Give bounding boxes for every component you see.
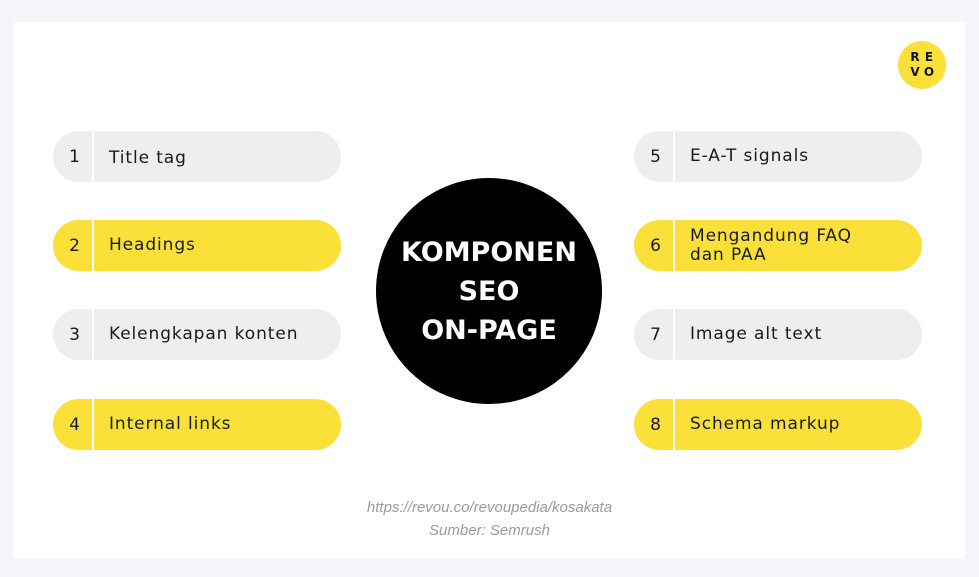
logo-letter: O <box>923 65 935 79</box>
revo-logo: R E V O <box>898 41 946 89</box>
component-item-3: 3 Kelengkapan konten <box>53 309 341 360</box>
item-label: E-A-T signals <box>690 146 809 166</box>
component-item-1: 1 Title tag <box>53 131 341 182</box>
item-number: 8 <box>634 399 675 450</box>
item-label: Headings <box>109 235 196 255</box>
source-credit: Sumber: Semrush <box>429 522 550 539</box>
logo-letter: R <box>910 50 920 64</box>
item-label: Schema markup <box>690 414 841 434</box>
item-label: Mengandung FAQ dan PAA <box>690 225 852 265</box>
component-item-2: 2 Headings <box>53 220 341 271</box>
source-url: https://revou.co/revoupedia/kosakata <box>366 499 613 516</box>
item-number: 1 <box>53 131 94 182</box>
item-label: Kelengkapan konten <box>109 324 299 344</box>
item-number: 6 <box>634 220 675 271</box>
item-label: Image alt text <box>690 324 823 344</box>
item-number: 5 <box>634 131 675 182</box>
center-title-line: ON-PAGE <box>421 314 557 346</box>
item-label: Title tag <box>109 148 187 168</box>
logo-letter: E <box>924 50 934 64</box>
center-title-circle: KOMPONEN SEO ON-PAGE <box>376 178 602 404</box>
component-item-7: 7 Image alt text <box>634 309 922 360</box>
center-title-line: KOMPONEN <box>401 236 577 268</box>
logo-letter: V <box>910 65 920 79</box>
item-number: 2 <box>53 220 94 271</box>
component-item-5: 5 E-A-T signals <box>634 131 922 182</box>
item-number: 4 <box>53 399 94 450</box>
component-item-6: 6 Mengandung FAQ dan PAA <box>634 220 922 271</box>
component-item-4: 4 Internal links <box>53 399 341 450</box>
item-number: 3 <box>53 309 94 360</box>
center-title-line: SEO <box>458 275 520 307</box>
item-label: Internal links <box>109 414 232 434</box>
component-item-8: 8 Schema markup <box>634 399 922 450</box>
item-number: 7 <box>634 309 675 360</box>
